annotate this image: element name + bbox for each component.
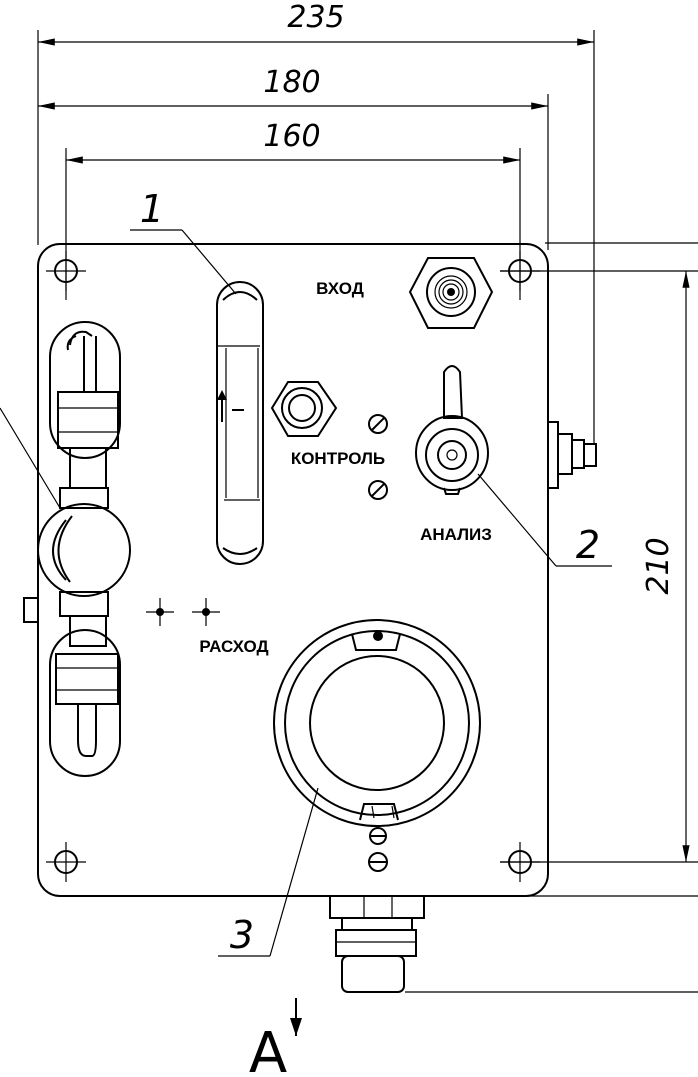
dimension-160: 160: [65, 119, 521, 300]
dimension-210: 210: [405, 242, 698, 993]
device-body-outline: [37, 243, 549, 897]
screw-bottom-b: [368, 852, 388, 872]
bottom-outlet-fitting: [329, 895, 425, 993]
leader-line-left: [0, 407, 61, 509]
sensor-ring: [273, 619, 481, 827]
callout-2: 2: [477, 473, 612, 567]
label-inlet: ВХОД: [316, 279, 364, 298]
screw-upper: [368, 414, 388, 434]
inlet-fitting: [408, 257, 494, 329]
mounting-hole-bottom-left: [46, 842, 86, 882]
callout-3: 3: [218, 787, 319, 957]
view-arrow: [290, 998, 302, 1036]
dimension-180-label: 180: [263, 65, 320, 100]
analysis-valve: [415, 365, 489, 495]
callout-3-label: 3: [230, 913, 254, 957]
mounting-hole-bottom-right: [500, 842, 540, 882]
screw-lower: [368, 480, 388, 500]
rotameter: [216, 281, 264, 565]
side-tab-left: [23, 597, 39, 623]
mounting-hole-top-left: [46, 251, 86, 291]
left-tube-assembly: [37, 321, 131, 777]
screw-bottom-a: [369, 827, 387, 845]
flow-markers: [146, 598, 220, 626]
dimension-210-label: 210: [641, 537, 676, 594]
callout-1-label: 1: [140, 187, 164, 231]
callout-1: 1: [130, 187, 237, 295]
dimension-160-label: 160: [263, 119, 320, 154]
label-flow: РАСХОД: [199, 637, 268, 656]
dimension-235: 235: [37, 0, 595, 445]
label-analysis: АНАЛИЗ: [420, 525, 492, 544]
control-fitting: [270, 381, 338, 437]
side-fitting-right: [547, 421, 597, 489]
view-label: А: [249, 1021, 287, 1077]
dimension-180: 180: [38, 65, 549, 250]
callout-2-label: 2: [576, 523, 600, 567]
mounting-hole-top-right: [500, 251, 540, 291]
label-control: КОНТРОЛЬ: [291, 449, 385, 468]
dimension-235-label: 235: [287, 0, 344, 35]
